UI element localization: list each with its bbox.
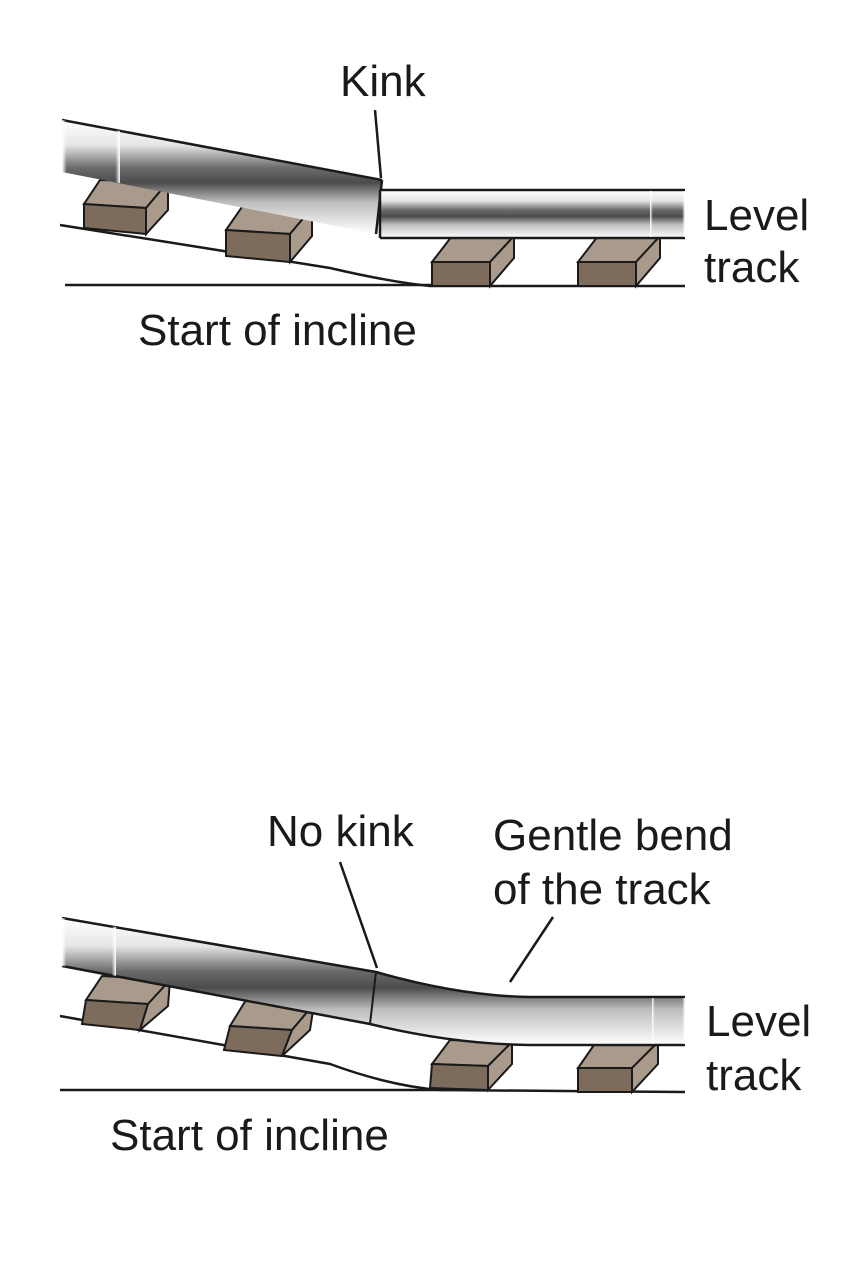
kink-pointer-line: [373, 109, 383, 179]
gentle-bend-label-line2: of the track: [493, 865, 712, 914]
sleeper: [82, 178, 171, 237]
start-of-incline-label: Start of incline: [110, 1111, 389, 1160]
level-track-label-line1: Level: [706, 997, 811, 1046]
level-track-label-line2: track: [706, 1051, 802, 1100]
inclined-rail: [61, 118, 384, 235]
sleeper: [428, 1038, 515, 1093]
bottom-diagram: No kink Gentle bend of the track Level t…: [59, 807, 811, 1160]
sleeper: [575, 233, 663, 289]
no-kink-pointer-line: [338, 861, 379, 969]
top-diagram: Kink Level track Start of incline: [59, 57, 809, 355]
kink-label: Kink: [340, 57, 427, 106]
bent-rail: [61, 916, 685, 1047]
start-of-incline-label: Start of incline: [138, 306, 417, 355]
gentle-bend-pointer-line: [508, 916, 555, 983]
sleeper: [429, 233, 517, 289]
level-track-label-line1: Level: [704, 191, 809, 240]
level-track-label-line2: track: [704, 243, 800, 292]
sleeper: [576, 1039, 661, 1095]
gentle-bend-label-line1: Gentle bend: [493, 811, 733, 860]
no-kink-label: No kink: [267, 807, 415, 856]
level-rail: [378, 188, 685, 240]
